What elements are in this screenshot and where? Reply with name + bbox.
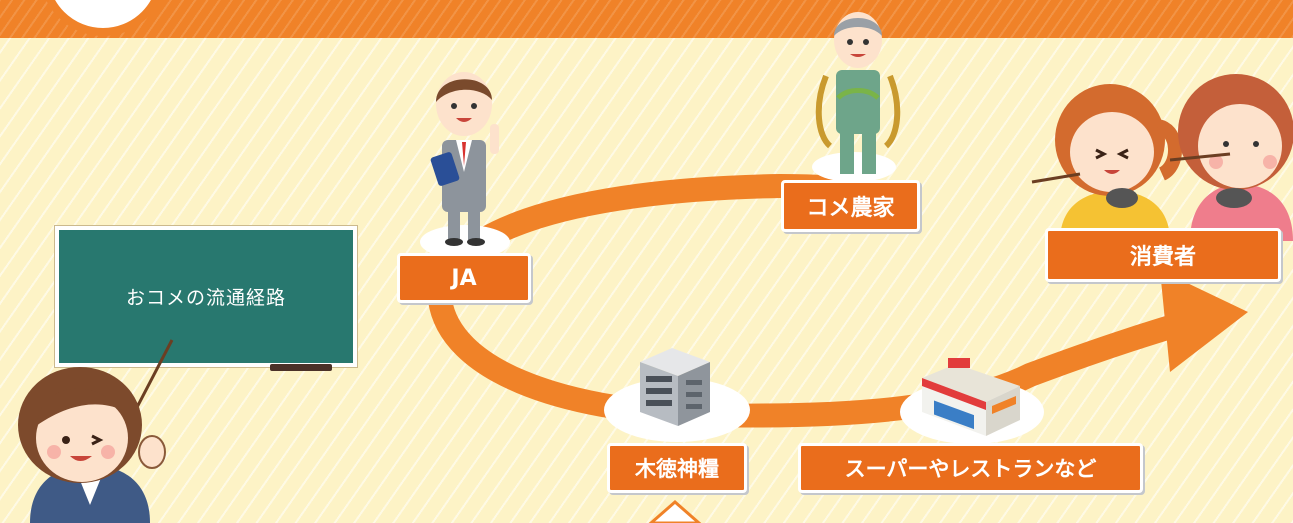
node-label-farmer: コメ農家 bbox=[781, 180, 920, 232]
bottom-arrowhead bbox=[648, 500, 702, 523]
farmer-icon bbox=[815, 12, 901, 174]
ja-staff-icon bbox=[430, 72, 499, 246]
building-icon bbox=[640, 348, 710, 426]
board-tray bbox=[270, 364, 332, 371]
node-label-consumer: 消費者 bbox=[1045, 228, 1281, 282]
node-label-ja: JA bbox=[397, 253, 531, 303]
node-label-mokutoku: 木徳神糧 bbox=[607, 443, 747, 493]
teacher-icon bbox=[18, 339, 174, 523]
top-banner bbox=[0, 0, 1293, 38]
blackboard: おコメの流通経路 bbox=[55, 226, 357, 367]
node-label-retail: スーパーやレストランなど bbox=[798, 443, 1143, 493]
consumers-icon bbox=[1031, 74, 1293, 241]
flow-ring-lower bbox=[428, 288, 1212, 428]
supermarket-icon bbox=[922, 358, 1020, 436]
board-title: おコメの流通経路 bbox=[125, 287, 286, 309]
flow-arrowhead bbox=[1160, 270, 1248, 372]
